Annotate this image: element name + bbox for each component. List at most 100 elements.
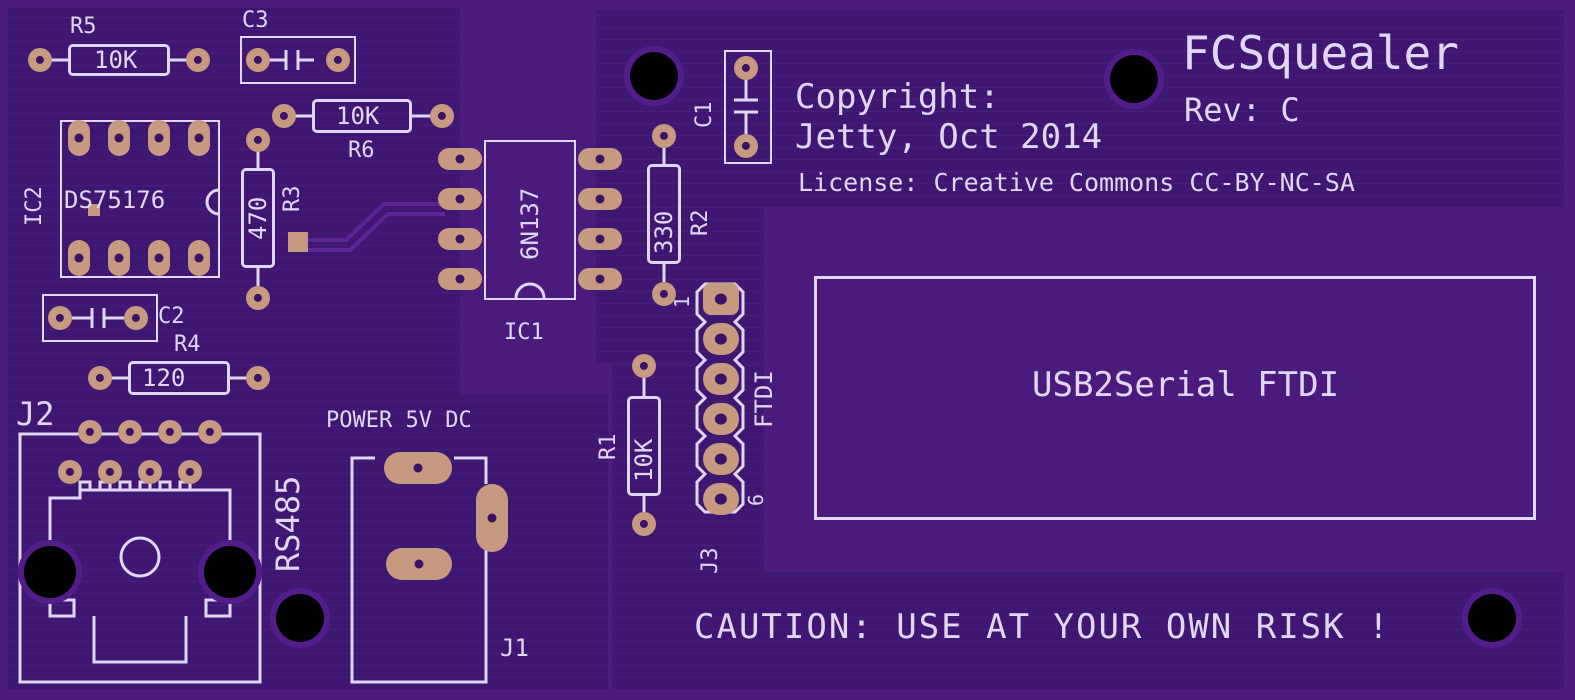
ground-pour-top-right (596, 10, 1564, 208)
j1-pad-2 (386, 548, 452, 580)
j3-pin-first-label: 1 (670, 295, 694, 308)
r5-pad-2 (186, 48, 210, 72)
ic2-pin-2 (108, 120, 130, 156)
mounting-hole-1 (630, 52, 678, 100)
ic1-pin-4 (438, 268, 482, 290)
j3-pin-2 (703, 323, 739, 355)
license-text: License: Creative Commons CC-BY-NC-SA (798, 168, 1355, 197)
mounting-hole-3 (1468, 594, 1516, 642)
ic2-pin-5 (68, 240, 90, 276)
j2-pin-5 (58, 460, 82, 484)
ic1-value: 6N137 (516, 187, 544, 260)
r5-pad-1 (28, 48, 52, 72)
j3-pin-4 (703, 403, 739, 435)
ic2-pin-3 (148, 120, 170, 156)
j2-mount-hole-left (24, 546, 76, 598)
c3-outline (240, 36, 356, 84)
trace-r3-ic1-2 (300, 212, 445, 252)
r6-body (312, 99, 412, 133)
ic1-notch (514, 282, 546, 299)
usb-serial-module-label: USB2Serial FTDI (1032, 365, 1340, 405)
r4-pad-1 (88, 366, 112, 390)
j2-pin-3 (158, 420, 182, 444)
r2-value: 330 (650, 210, 678, 254)
j3-pin-6 (703, 483, 739, 515)
ic2-ref: IC2 (22, 186, 47, 226)
r6-value: 10K (336, 102, 380, 130)
c1-pad-1 (734, 56, 758, 80)
power-label: POWER 5V DC (326, 408, 472, 433)
c2-ref: C2 (158, 304, 185, 329)
j1-ref: J1 (500, 634, 529, 662)
j2-pin-2 (118, 420, 142, 444)
j2-pin-6 (98, 460, 122, 484)
r4-pad-2 (246, 366, 270, 390)
ic2-pin-7 (148, 240, 170, 276)
ic1-pin-1 (438, 148, 482, 170)
ic2-pin-1 (68, 120, 90, 156)
ic2-via (88, 204, 100, 216)
r4-body (128, 361, 230, 395)
ic1-pin-8 (578, 148, 622, 170)
j2-pin-7 (138, 460, 162, 484)
j2-pin-4 (198, 420, 222, 444)
ic2-pin-8 (188, 240, 210, 276)
j3-pin-3 (703, 363, 739, 395)
r6-pad-1 (272, 104, 296, 128)
r1-pad-2 (632, 512, 656, 536)
ic2-value: DS75176 (64, 186, 166, 214)
caution-text: CAUTION: USE AT YOUR OWN RISK ! (694, 607, 1391, 647)
r2-pad-2 (652, 282, 676, 306)
j2-mount-hole-right (204, 546, 256, 598)
j3-outline (695, 282, 745, 514)
r4-ref: R4 (174, 332, 201, 357)
ic1-pin-3 (438, 228, 482, 250)
r1-value: 10K (630, 438, 658, 482)
r3-body (241, 168, 275, 268)
c2-pad-1 (48, 306, 72, 330)
r2-body (647, 164, 681, 264)
j3-pin-5 (703, 443, 739, 475)
ic1-body (484, 140, 576, 300)
c1-outline (724, 50, 772, 164)
r4-value: 120 (142, 364, 186, 392)
r6-ref: R6 (348, 138, 375, 163)
r1-body (627, 396, 661, 496)
trace-r3-ic1 (300, 202, 445, 242)
ground-pour-caution-strip (612, 572, 1564, 690)
r2-pad-1 (652, 124, 676, 148)
copyright-line-1: Copyright: (795, 77, 1000, 117)
r3-pad-2 (246, 286, 270, 310)
r5-body (68, 44, 170, 76)
c1-ref: C1 (692, 101, 717, 129)
j1-pad-1 (384, 452, 452, 484)
c2-outline (42, 294, 158, 342)
ic2-pin-4 (188, 120, 210, 156)
ground-pour-j1 (318, 394, 608, 690)
r3-ref: R3 (280, 185, 305, 213)
r3-value: 470 (244, 196, 272, 240)
r2-ref: R2 (688, 209, 713, 237)
j1-outline (350, 456, 488, 684)
j2-pin-8 (178, 460, 202, 484)
copyright-line-2: Jetty, Oct 2014 (795, 117, 1103, 157)
j2-ref: J2 (16, 395, 55, 433)
r3-pad-1 (246, 128, 270, 152)
c1-pad-2 (734, 134, 758, 158)
r6-pad-2 (430, 104, 454, 128)
j3-ref: J3 (698, 547, 723, 575)
j3-pin-1 (703, 283, 739, 315)
j3-pin-last-label: 6 (744, 493, 768, 506)
rs485-label: RS485 (269, 475, 307, 572)
r5-value: 10K (94, 46, 138, 74)
ic1-pin-5 (578, 268, 622, 290)
c3-pad-1 (246, 48, 270, 72)
c3-ref: C3 (242, 8, 269, 33)
board-revision: Rev: C (1184, 91, 1300, 129)
ic2-body (60, 120, 220, 278)
j2-pin-1 (78, 420, 102, 444)
r3-test-pad (288, 232, 308, 252)
c2-pad-2 (124, 306, 148, 330)
ic1-ref: IC1 (504, 320, 544, 345)
